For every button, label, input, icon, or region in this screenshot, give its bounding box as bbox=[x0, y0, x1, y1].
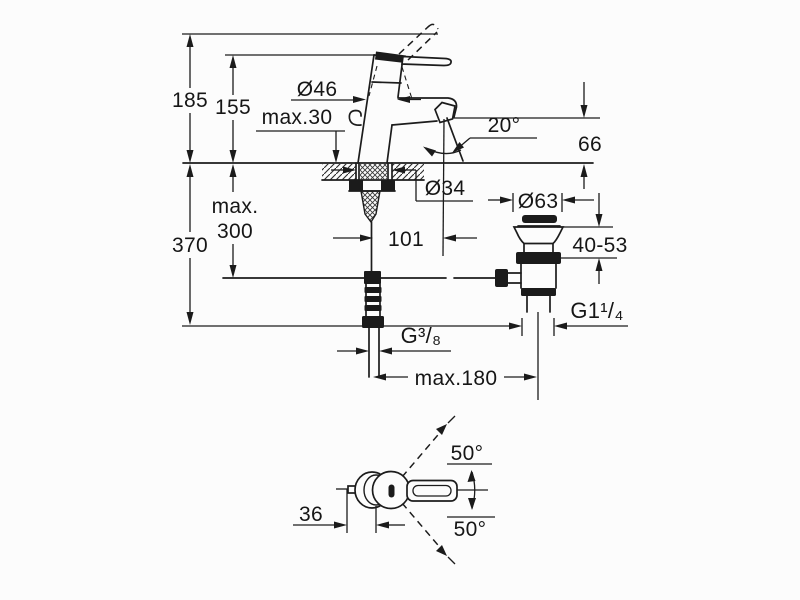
mounting-nut bbox=[349, 180, 363, 191]
dim-spout-angle: 20° bbox=[488, 114, 521, 137]
dim-body-diameter: Ø46 bbox=[297, 78, 338, 101]
dim-swing-upper: 50° bbox=[451, 442, 484, 465]
swing-lower-dashed bbox=[401, 502, 444, 552]
pop-up-waste bbox=[495, 215, 565, 400]
waste-lever-knob bbox=[495, 269, 508, 287]
pull-rod-knob bbox=[348, 109, 362, 126]
dim-total-height: 185 bbox=[172, 89, 208, 112]
spout bbox=[397, 97, 458, 118]
waste-locknut bbox=[516, 252, 561, 264]
dim-max-offset: max.180 bbox=[415, 367, 498, 390]
lever-top-view bbox=[406, 479, 458, 502]
handle-base bbox=[375, 51, 406, 63]
dimension-labels: 185 155 Ø46 max.30 20° 66 Ø34 Ø63 370 ma… bbox=[172, 78, 627, 541]
rod-connector bbox=[364, 271, 381, 284]
dim-rod-depth-value: 300 bbox=[217, 220, 253, 243]
waste-flange bbox=[512, 226, 565, 245]
supply-connection bbox=[222, 162, 498, 378]
dim-spout-top-height: 155 bbox=[215, 96, 251, 119]
hose-hex-nut bbox=[362, 316, 384, 328]
label-waste-thread: G1¹/₄ bbox=[570, 298, 623, 323]
dim-spout-reach: 101 bbox=[388, 228, 424, 251]
water-stream-line bbox=[446, 117, 464, 162]
dim-depth: 370 bbox=[172, 234, 208, 257]
dim-spout-height: 66 bbox=[578, 133, 602, 156]
dim-handle-offset: 36 bbox=[299, 503, 323, 526]
dim-waste-adjust: 40-53 bbox=[572, 234, 627, 257]
threaded-shank bbox=[360, 190, 381, 224]
lever-raised-dashed bbox=[398, 25, 430, 55]
swing-upper-dashed bbox=[401, 428, 444, 478]
handle-top-view bbox=[293, 415, 495, 565]
handle-slot bbox=[388, 484, 395, 498]
dim-deck-thickness: max.30 bbox=[262, 106, 333, 129]
dim-hole-diameter: Ø34 bbox=[425, 177, 466, 200]
waste-plug-cap bbox=[522, 215, 557, 223]
faucet-side-view bbox=[348, 23, 464, 257]
dim-flange-diameter: Ø63 bbox=[518, 190, 559, 213]
outlet-vertical-reference bbox=[442, 118, 445, 257]
label-supply-thread: G³/₈ bbox=[401, 323, 442, 348]
spout-outlet bbox=[434, 101, 456, 124]
dim-swing-lower: 50° bbox=[454, 518, 487, 541]
lever-handle bbox=[401, 55, 452, 67]
dim-rod-depth-max: max. bbox=[212, 195, 259, 218]
dimension-graphics bbox=[182, 33, 617, 381]
